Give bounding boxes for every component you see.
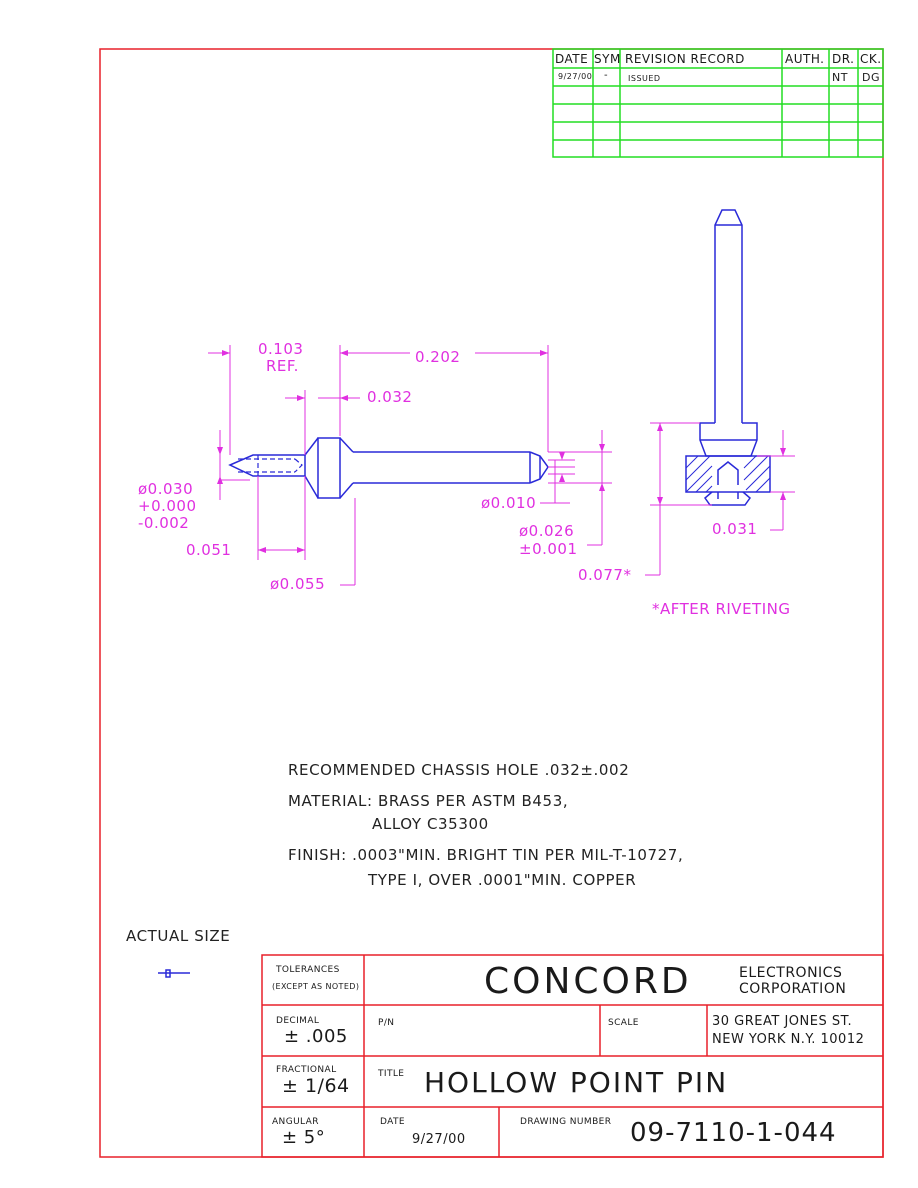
actual-size-label: ACTUAL SIZE [126, 927, 231, 945]
rev-row-ck: DG [862, 71, 880, 84]
dim-shaft-length: 0.202 [415, 348, 461, 366]
dim-tip-length: 0.051 [186, 541, 232, 559]
note-finish: FINISH: .0003"MIN. BRIGHT TIN PER MIL-T-… [288, 846, 684, 864]
note-material: MATERIAL: BRASS PER ASTM B453, [288, 792, 569, 810]
address-line-2: NEW YORK N.Y. 10012 [712, 1032, 865, 1047]
angular-label: ANGULAR [272, 1117, 319, 1127]
address-line-1: 30 GREAT JONES ST. [712, 1014, 853, 1029]
rev-header-ck: CK. [860, 52, 882, 66]
side-dimension-arrows [217, 350, 605, 553]
actual-size-pin-icon [158, 969, 190, 978]
chassis-hatch [685, 455, 771, 493]
tolerances-note: (EXCEPT AS NOTED) [272, 982, 360, 991]
riveted-dimensions [645, 422, 795, 576]
note-alloy: ALLOY C35300 [372, 815, 489, 833]
rev-row-sym: - [604, 70, 609, 81]
dim-tip-dia: ø0.030 [138, 480, 194, 498]
dim-ref-label: REF. [266, 357, 299, 375]
company-sub-1: ELECTRONICS [739, 965, 843, 981]
revision-grid [552, 48, 884, 158]
rev-row-record: ISSUED [628, 74, 661, 83]
date-label: DATE [380, 1117, 406, 1127]
dim-rivet-total: 0.077* [578, 566, 632, 584]
rev-header-sym: SYM [594, 52, 621, 66]
decimal-value: ± .005 [284, 1026, 348, 1047]
rev-header-record: REVISION RECORD [625, 52, 745, 66]
rev-row-dr: NT [832, 71, 848, 84]
dim-head-thickness: 0.032 [367, 388, 413, 406]
rev-row-date: 9/27/00 [558, 72, 593, 81]
dim-tip-tol-minus: -0.002 [138, 514, 190, 532]
fractional-value: ± 1/64 [282, 1075, 350, 1097]
dim-shaft-dia: ø0.026 [519, 522, 575, 540]
rev-header-auth: AUTH. [785, 52, 825, 66]
drawing-title: HOLLOW POINT PIN [424, 1066, 729, 1099]
dim-end-dia: ø0.010 [481, 494, 537, 512]
title-label: TITLE [378, 1069, 405, 1079]
after-riveting-note: *AFTER RIVETING [652, 600, 791, 618]
pin-side-view [228, 437, 549, 499]
side-dimensions [208, 345, 612, 586]
pin-riveted-view [685, 209, 771, 506]
note-finish-cont: TYPE I, OVER .0001"MIN. COPPER [368, 871, 637, 889]
decimal-label: DECIMAL [276, 1016, 320, 1026]
scale-label: SCALE [608, 1018, 639, 1028]
drawing-number: 09-7110-1-044 [630, 1118, 837, 1148]
company-sub-2: CORPORATION [739, 981, 847, 997]
title-block-grid [261, 954, 884, 1158]
rev-header-dr: DR. [832, 52, 855, 66]
date-value: 9/27/00 [412, 1132, 466, 1147]
dim-rivet-gap: 0.031 [712, 520, 758, 538]
dim-shaft-tol: ±0.001 [519, 540, 578, 558]
dim-tip-tol-plus: +0.000 [138, 497, 197, 515]
dim-ref-length: 0.103 [258, 340, 304, 358]
tolerances-label: TOLERANCES [276, 965, 340, 975]
note-chassis-hole: RECOMMENDED CHASSIS HOLE .032±.002 [288, 761, 630, 779]
drawing-number-label: DRAWING NUMBER [520, 1117, 612, 1127]
pin-hollow-hidden [238, 455, 303, 476]
company-name: CONCORD [484, 961, 692, 1002]
angular-value: ± 5° [282, 1127, 326, 1148]
rev-header-date: DATE [555, 52, 589, 66]
pn-label: P/N [378, 1018, 395, 1028]
fractional-label: FRACTIONAL [276, 1065, 337, 1075]
dim-head-dia: ø0.055 [270, 575, 326, 593]
riveted-dimension-arrows [657, 423, 786, 505]
